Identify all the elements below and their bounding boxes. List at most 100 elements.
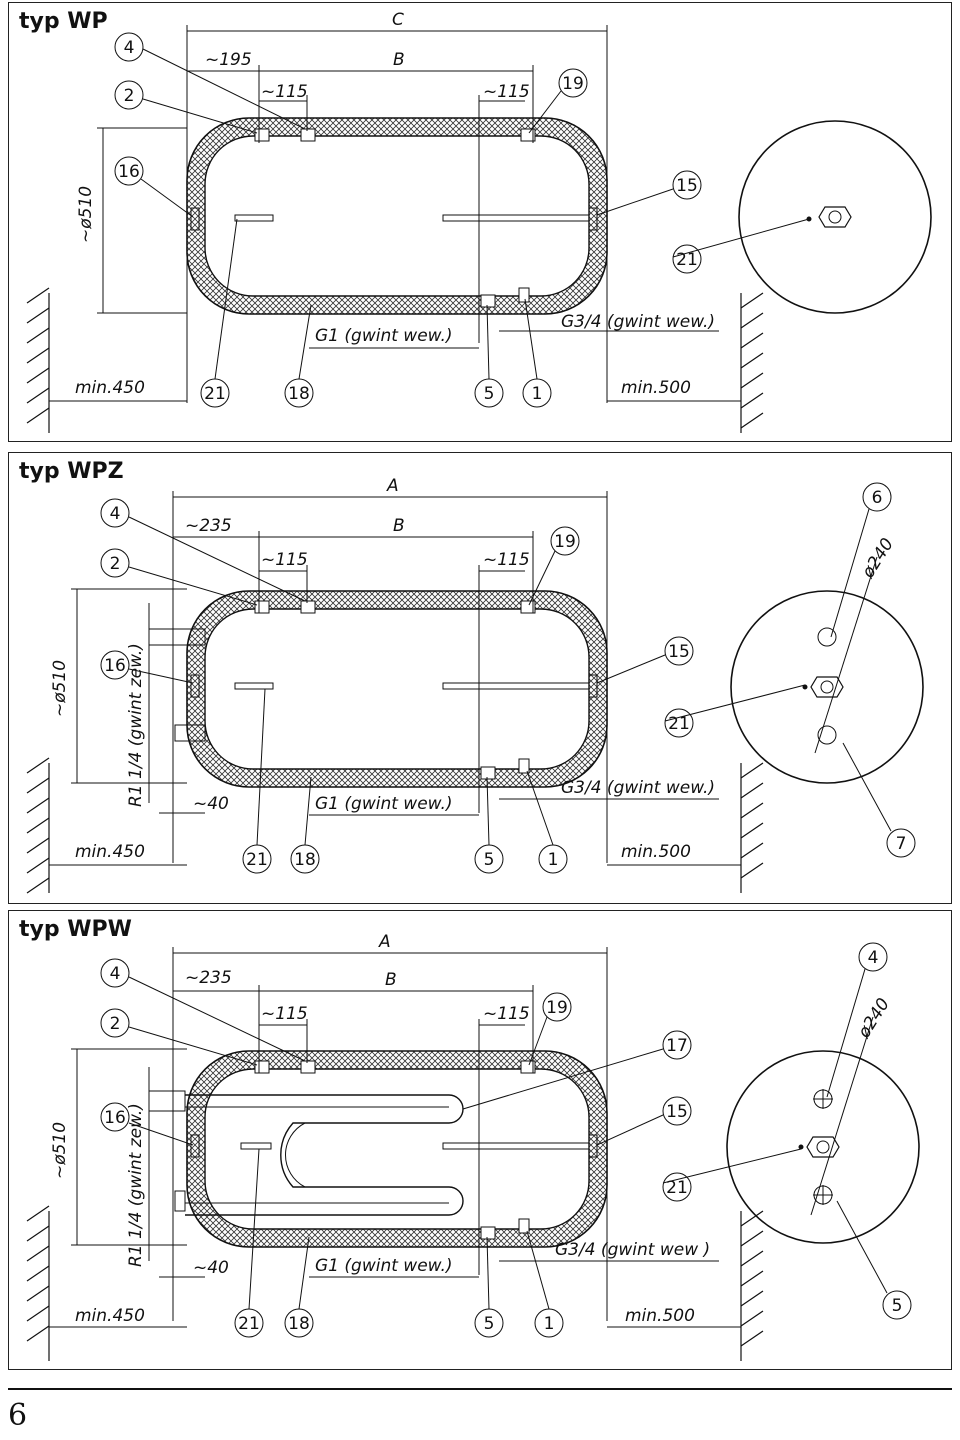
dim-r1: R1 1/4 (gwint zew.) — [126, 643, 146, 807]
wall-left — [26, 757, 50, 894]
callout-19: 19 — [562, 74, 584, 94]
dimension-lines — [49, 25, 741, 403]
dim-115-right: ~115 — [483, 82, 530, 102]
wall-right — [740, 762, 764, 893]
callout-15: 15 — [676, 176, 698, 196]
callout-7: 7 — [896, 834, 907, 854]
tank-body — [148, 590, 608, 788]
callout-16: 16 — [104, 1108, 126, 1128]
dim-min-right: min.500 — [625, 1306, 695, 1326]
panel-wp: typ WP — [8, 2, 952, 442]
tank-body — [148, 1050, 608, 1248]
wp-drawing: C B ~195 ~115 ~115 ~ø510 G1 (gwint wew.)… — [26, 10, 932, 433]
dim-115-left: ~115 — [261, 550, 308, 570]
callout-16: 16 — [104, 656, 126, 676]
callout-4: 4 — [124, 38, 135, 58]
callout-21-side: 21 — [668, 714, 690, 734]
callout-18: 18 — [288, 384, 310, 404]
dim-a: A — [378, 932, 391, 952]
callout-17: 17 — [666, 1036, 688, 1056]
dim-diameter: ~ø510 — [50, 660, 70, 717]
panel-wpz: typ WPZ — [8, 452, 952, 904]
callout-18: 18 — [288, 1314, 310, 1334]
callout-4-side: 4 — [868, 948, 879, 968]
dim-a: A — [386, 476, 399, 496]
dim-min-left: min.450 — [75, 378, 145, 398]
dimension-lines — [49, 491, 741, 866]
callout-21: 21 — [238, 1314, 260, 1334]
dim-240: ø240 — [858, 535, 898, 583]
wpw-drawing: A B ~235 ~115 ~115 ~ø510 R1 1/4 (gwint z… — [26, 932, 920, 1361]
callout-2: 2 — [124, 86, 135, 106]
panel-title: typ WPW — [19, 917, 132, 942]
dim-min-right: min.500 — [621, 842, 691, 862]
callout-18: 18 — [294, 850, 316, 870]
dim-c: C — [392, 10, 404, 30]
callout-4: 4 — [110, 504, 121, 524]
side-view — [730, 556, 924, 784]
callout-21: 21 — [204, 384, 226, 404]
callout-5: 5 — [484, 384, 495, 404]
dim-g1: G1 (gwint wew.) — [315, 326, 453, 346]
dim-g34: G3/4 (gwint wew.) — [561, 778, 715, 798]
callout-1: 1 — [544, 1314, 555, 1334]
dim-min-left: min.450 — [75, 842, 145, 862]
callout-2: 2 — [110, 554, 121, 574]
wall-left — [26, 287, 50, 433]
callout-1: 1 — [548, 850, 559, 870]
panel-wpw: typ WPW — [8, 910, 952, 1370]
dim-115-right: ~115 — [483, 550, 530, 570]
callout-leaders — [128, 508, 892, 846]
callout-2: 2 — [110, 1014, 121, 1034]
dim-235: ~235 — [185, 968, 232, 988]
dim-195: ~195 — [205, 50, 252, 70]
dim-min-right: min.500 — [621, 378, 691, 398]
dim-b: B — [385, 970, 397, 990]
dim-g34: G3/4 (gwint wew.) — [561, 312, 715, 332]
coil — [185, 1094, 464, 1216]
dim-diameter: ~ø510 — [76, 186, 96, 243]
dim-g1: G1 (gwint wew.) — [315, 794, 453, 814]
callout-19: 19 — [554, 532, 576, 552]
callout-4: 4 — [110, 964, 121, 984]
dim-g34: G3/4 (gwint wew ) — [555, 1240, 710, 1260]
callout-21: 21 — [246, 850, 268, 870]
callout-circles — [114, 32, 702, 408]
dim-r1: R1 1/4 (gwint zew.) — [126, 1103, 146, 1267]
callout-5: 5 — [484, 1314, 495, 1334]
wall-right — [740, 292, 764, 433]
tank-body — [186, 117, 608, 315]
wall-right — [740, 1210, 764, 1361]
dim-115-left: ~115 — [261, 1004, 308, 1024]
dim-min-left: min.450 — [75, 1306, 145, 1326]
callout-21-side: 21 — [676, 250, 698, 270]
page-number: 6 — [8, 1398, 28, 1433]
callout-15: 15 — [666, 1102, 688, 1122]
dim-b: B — [393, 516, 405, 536]
dim-115-left: ~115 — [261, 82, 308, 102]
callout-leaders — [140, 48, 810, 380]
callout-leaders — [128, 968, 888, 1310]
dim-diameter: ~ø510 — [50, 1122, 70, 1179]
panel-title: typ WP — [19, 9, 108, 34]
dim-115-right: ~115 — [483, 1004, 530, 1024]
panel-title: typ WPZ — [19, 459, 124, 484]
side-view — [726, 1016, 920, 1244]
callout-19: 19 — [546, 998, 568, 1018]
callout-15: 15 — [668, 642, 690, 662]
dim-235: ~235 — [185, 516, 232, 536]
dimension-lines — [49, 947, 741, 1328]
wpz-drawing: A B ~235 ~115 ~115 ~ø510 R1 1/4 (gwint z… — [26, 476, 924, 894]
callout-1: 1 — [532, 384, 543, 404]
dim-40: ~40 — [193, 794, 229, 814]
dim-b: B — [393, 50, 405, 70]
callout-5: 5 — [484, 850, 495, 870]
side-view — [738, 120, 932, 314]
callout-21-side: 21 — [666, 1178, 688, 1198]
dim-g1: G1 (gwint wew.) — [315, 1256, 453, 1276]
callout-6: 6 — [872, 488, 883, 508]
wall-left — [26, 1205, 50, 1361]
dim-240: ø240 — [854, 995, 894, 1043]
callout-5-side: 5 — [892, 1296, 903, 1316]
dim-40: ~40 — [193, 1258, 229, 1278]
